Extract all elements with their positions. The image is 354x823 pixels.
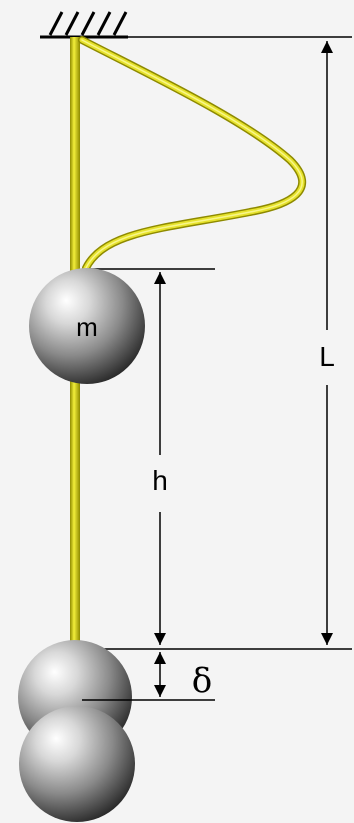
- length-label: L: [319, 341, 335, 372]
- mass-label: m: [76, 312, 98, 342]
- rope-loop: [78, 36, 307, 272]
- delta-dimension: δ: [154, 652, 212, 701]
- mass-position-stretched: [19, 706, 135, 822]
- ceiling-support: [40, 11, 128, 39]
- height-label: h: [152, 465, 168, 496]
- mass-ball: m: [29, 268, 145, 384]
- height-dimension: h: [152, 272, 168, 645]
- delta-label: δ: [192, 661, 212, 701]
- length-dimension: L: [319, 41, 335, 645]
